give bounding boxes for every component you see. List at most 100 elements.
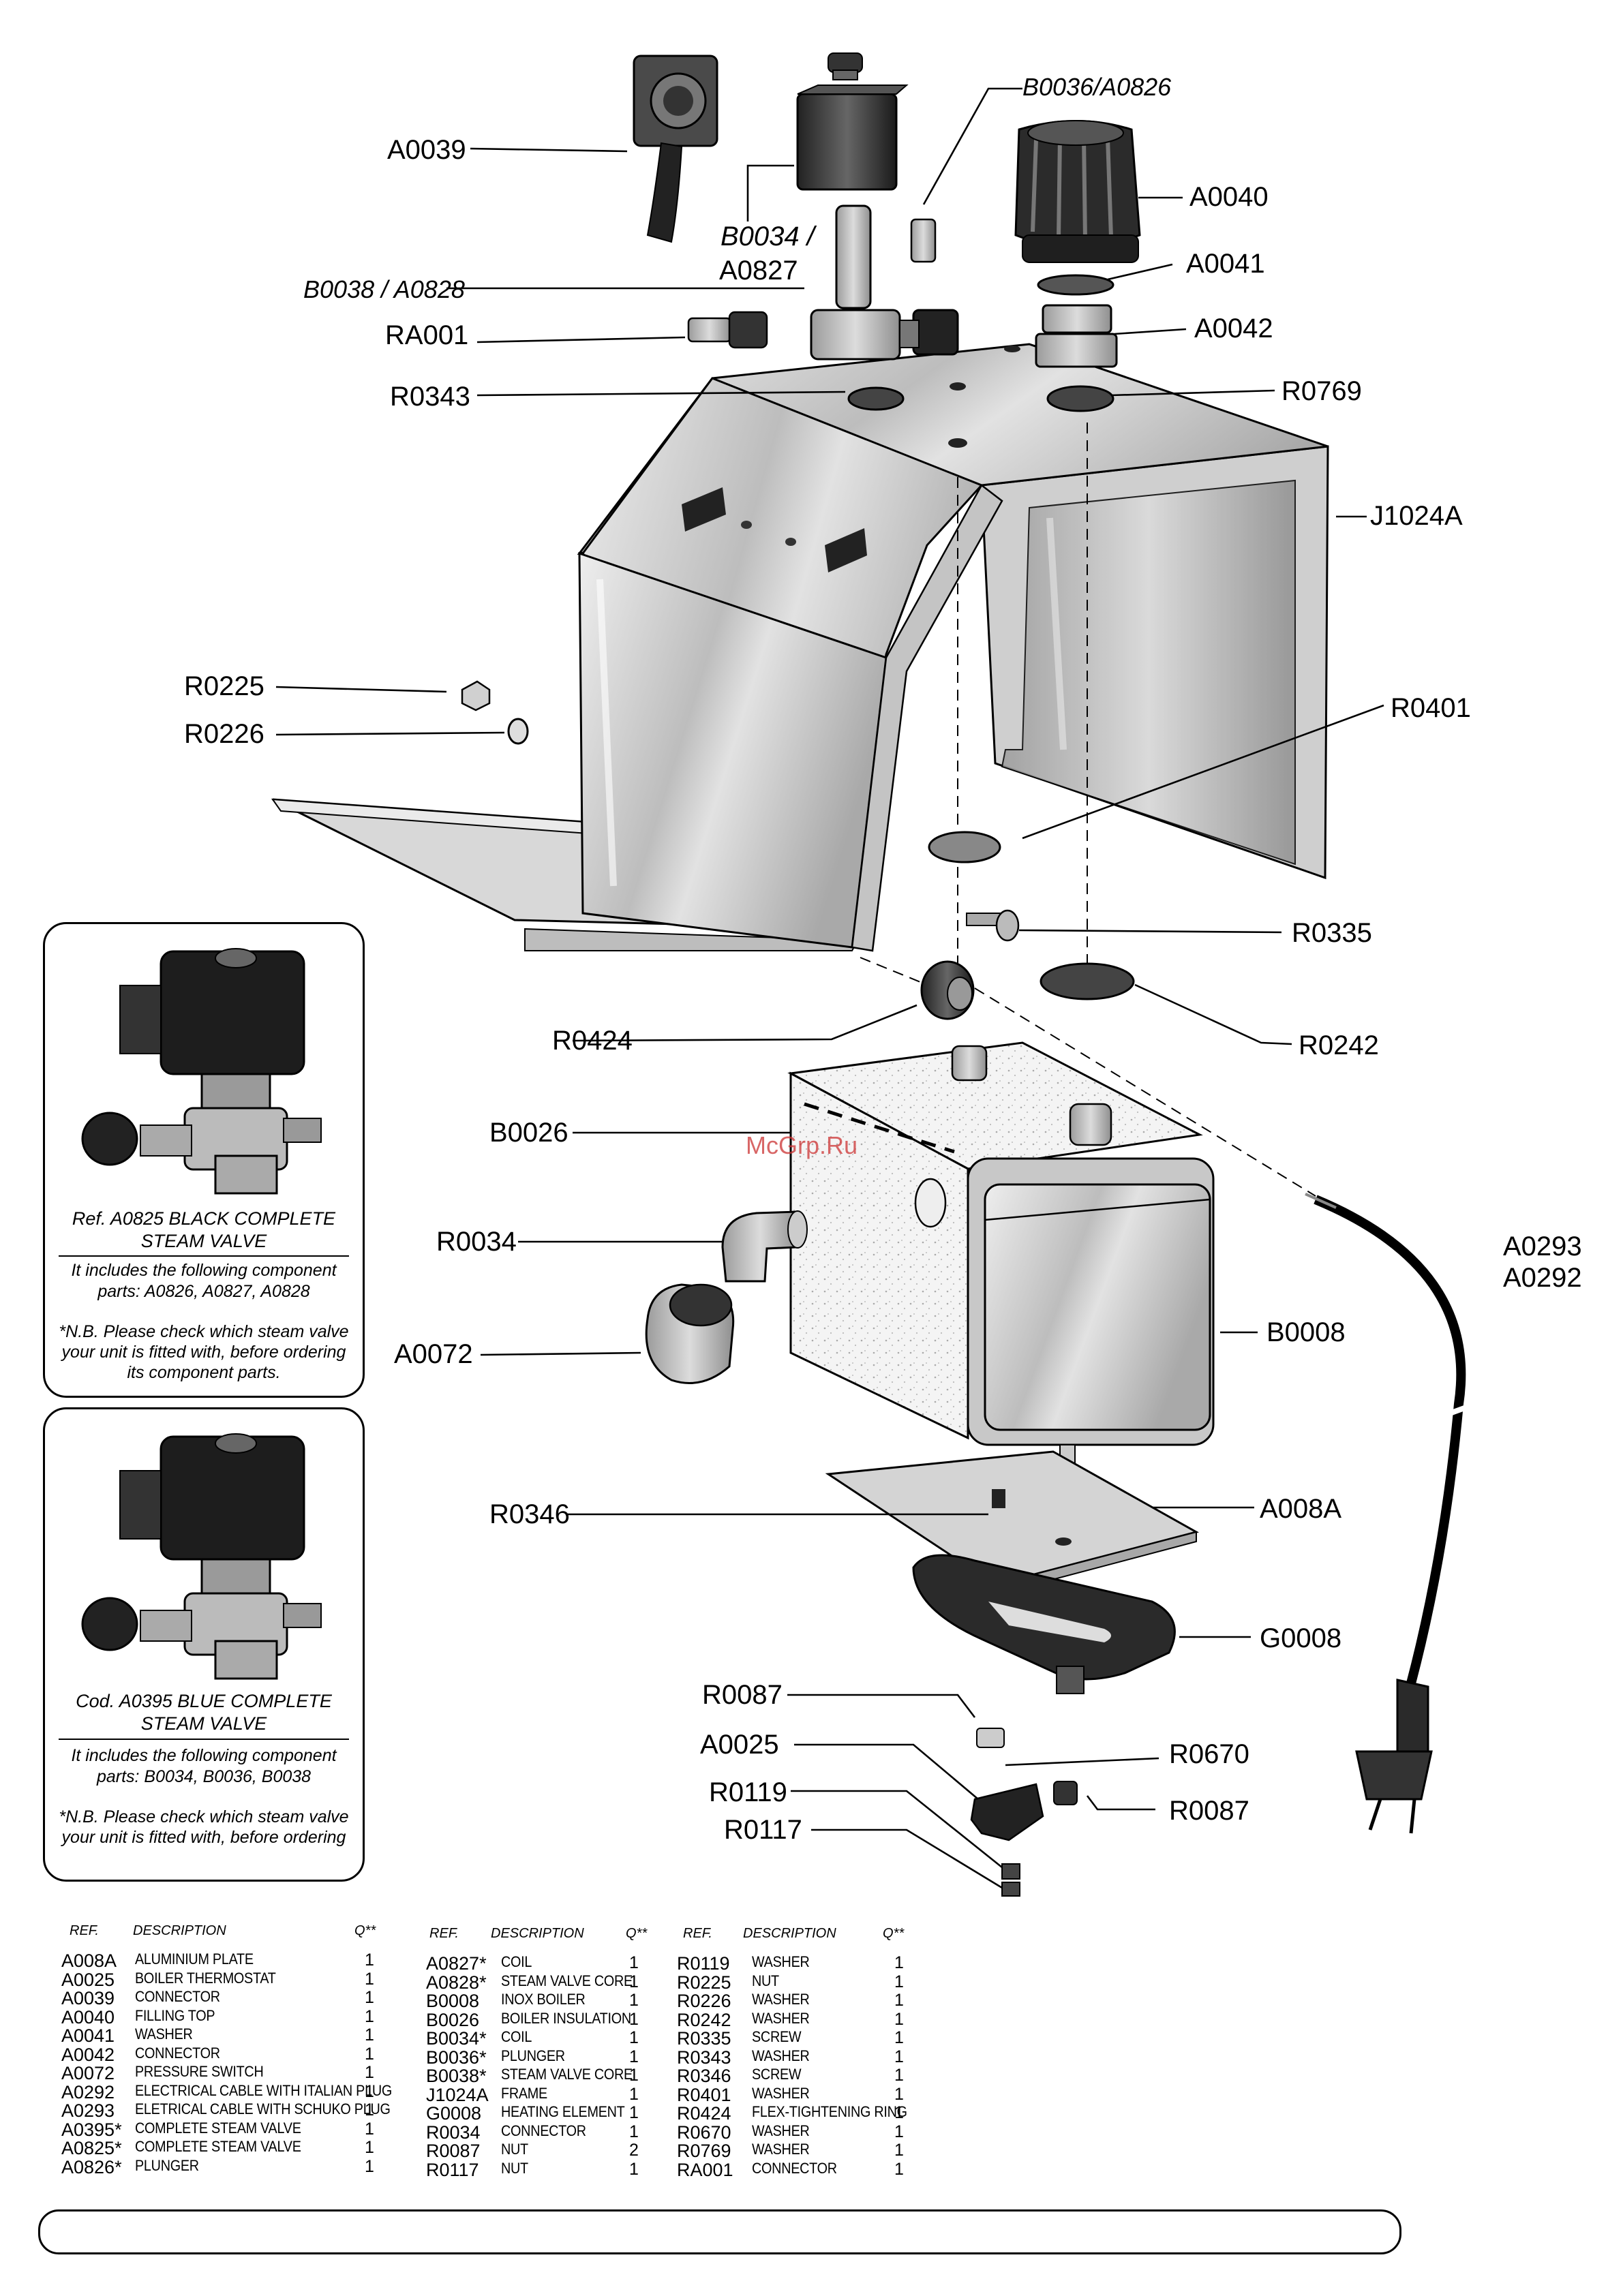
label-g0008: G0008 bbox=[1260, 1623, 1341, 1653]
col2-header-q: Q** bbox=[626, 1926, 648, 1941]
label-a0292: A0292 bbox=[1503, 1263, 1582, 1293]
part-description: ELECTRICAL CABLE WITH ITALIAN PLUG bbox=[135, 2081, 393, 2099]
part-description: WASHER bbox=[752, 1953, 810, 1970]
washer-r0242 bbox=[1040, 962, 1135, 1000]
label-a0072: A0072 bbox=[394, 1339, 473, 1369]
label-j1024a: J1024A bbox=[1370, 501, 1463, 531]
part-description: WASHER bbox=[752, 2084, 810, 2102]
part-quantity: 1 bbox=[894, 2009, 904, 2029]
col2-header-description: DESCRIPTION bbox=[491, 1926, 584, 1941]
plunger-b0036 bbox=[910, 218, 937, 263]
nut-r0225 bbox=[461, 680, 491, 711]
part-description: SCREW bbox=[752, 2066, 802, 2083]
connector-a0039 bbox=[633, 55, 718, 243]
part-description: STEAM VALVE CORE bbox=[501, 1972, 633, 1989]
part-description: FLEX-TIGHTENING RING bbox=[752, 2103, 907, 2120]
label-r0343: R0343 bbox=[390, 382, 470, 412]
part-description: CONNECTOR bbox=[135, 1988, 220, 2005]
part-ref: R0226 bbox=[677, 1991, 731, 2011]
part-quantity: 1 bbox=[894, 2028, 904, 2047]
part-description: WASHER bbox=[752, 2122, 810, 2139]
part-ref: A0828* bbox=[426, 1972, 487, 1993]
frame-j1024a bbox=[271, 343, 1329, 952]
part-quantity: 1 bbox=[629, 1953, 639, 1972]
part-description: CONNECTOR bbox=[135, 2044, 220, 2062]
part-description: FILLING TOP bbox=[135, 2006, 215, 2024]
label-b0036-a0826: B0036/A0826 bbox=[1022, 73, 1172, 101]
part-quantity: 1 bbox=[894, 2141, 904, 2160]
part-description: CONNECTOR bbox=[501, 2122, 586, 2139]
part-description: BOILER INSULATION bbox=[501, 2009, 631, 2027]
label-a0827-b: A0827 bbox=[719, 256, 798, 286]
label-r0424: R0424 bbox=[552, 1026, 633, 1056]
part-description: WASHER bbox=[752, 2047, 810, 2064]
part-description: WASHER bbox=[752, 2009, 810, 2027]
part-ref: A0292 bbox=[61, 2081, 115, 2102]
part-ref: R0769 bbox=[677, 2141, 731, 2161]
coil-b0034 bbox=[796, 85, 909, 191]
label-r0119: R0119 bbox=[709, 1777, 787, 1807]
filling-top-a0040 bbox=[1014, 120, 1141, 263]
part-ref: A0293 bbox=[61, 2100, 115, 2121]
part-ref: A0395* bbox=[61, 2119, 122, 2140]
part-quantity: 1 bbox=[365, 2119, 374, 2139]
part-quantity: 1 bbox=[629, 2159, 639, 2179]
note-black-nb-2: your unit is fitted with, before orderin… bbox=[61, 1343, 346, 1362]
washer-r0401 bbox=[928, 831, 1001, 863]
part-ref: A0072 bbox=[61, 2063, 115, 2083]
col2-header-ref: REF. bbox=[429, 1926, 459, 1941]
label-b0026: B0026 bbox=[489, 1118, 568, 1148]
note-blue-nb-2: your unit is fitted with, before orderin… bbox=[61, 1828, 346, 1847]
washer-r0769 bbox=[1046, 385, 1114, 412]
label-ra001: RA001 bbox=[385, 320, 468, 350]
boiler-b0008 bbox=[787, 1041, 1215, 1473]
part-description: COMPLETE STEAM VALVE bbox=[135, 2119, 301, 2137]
part-ref: R0670 bbox=[677, 2122, 731, 2143]
part-quantity: 1 bbox=[629, 2122, 639, 2141]
part-description: COIL bbox=[501, 2028, 532, 2045]
part-description: ELETRICAL CABLE WITH SCHUKO PLUG bbox=[135, 2100, 391, 2117]
part-ref: R0087 bbox=[426, 2141, 481, 2161]
col3-header-q: Q** bbox=[883, 1926, 905, 1941]
note-black-title-1: Ref. A0825 BLACK COMPLETE bbox=[72, 1208, 336, 1229]
label-r0335: R0335 bbox=[1292, 918, 1372, 948]
label-r0401: R0401 bbox=[1391, 693, 1471, 723]
part-ref: R0424 bbox=[677, 2103, 731, 2124]
flex-tightening-ring-r0424 bbox=[920, 960, 975, 1020]
electrical-cable-a0293-a0292 bbox=[1305, 1193, 1477, 1834]
label-a008a: A008A bbox=[1260, 1494, 1341, 1524]
label-r0087-side: R0087 bbox=[1169, 1796, 1249, 1826]
watermark: McGrp.Ru bbox=[746, 1131, 858, 1159]
part-quantity: 1 bbox=[629, 1991, 639, 2010]
part-ref: R0346 bbox=[677, 2066, 731, 2086]
label-r0242: R0242 bbox=[1299, 1030, 1379, 1060]
part-ref: G0008 bbox=[426, 2103, 482, 2124]
part-quantity: 1 bbox=[365, 2156, 374, 2176]
coil-nut bbox=[828, 52, 863, 80]
part-quantity: 1 bbox=[365, 1969, 374, 1989]
part-quantity: 1 bbox=[894, 2103, 904, 2122]
washer-r0226 bbox=[507, 718, 529, 745]
blue-steam-valve-illustration bbox=[81, 1433, 322, 1680]
label-a0042: A0042 bbox=[1194, 313, 1273, 343]
note-black-nb-3: its component parts. bbox=[127, 1363, 281, 1382]
part-description: COMPLETE STEAM VALVE bbox=[135, 2138, 301, 2155]
footer-bar bbox=[38, 2209, 1401, 2254]
part-ref: A0025 bbox=[61, 1969, 115, 1990]
part-ref: A0042 bbox=[61, 2044, 115, 2065]
note-blue-includes-1: It includes the following component bbox=[71, 1746, 337, 1765]
part-quantity: 1 bbox=[894, 2066, 904, 2085]
note-blue-includes-2: parts: B0034, B0036, B0038 bbox=[96, 1767, 312, 1786]
part-quantity: 1 bbox=[894, 2084, 904, 2104]
label-r0670: R0670 bbox=[1169, 1739, 1249, 1769]
note-blue-nb-1: *N.B. Please check which steam valve bbox=[59, 1807, 349, 1826]
connector-a0042 bbox=[1035, 304, 1118, 368]
part-quantity: 1 bbox=[629, 2009, 639, 2029]
part-ref: R0343 bbox=[677, 2047, 731, 2068]
part-quantity: 1 bbox=[629, 2103, 639, 2122]
part-quantity: 1 bbox=[365, 2025, 374, 2045]
part-quantity: 1 bbox=[365, 2081, 374, 2101]
part-quantity: 1 bbox=[365, 1988, 374, 2007]
part-description: NUT bbox=[752, 1972, 779, 1989]
